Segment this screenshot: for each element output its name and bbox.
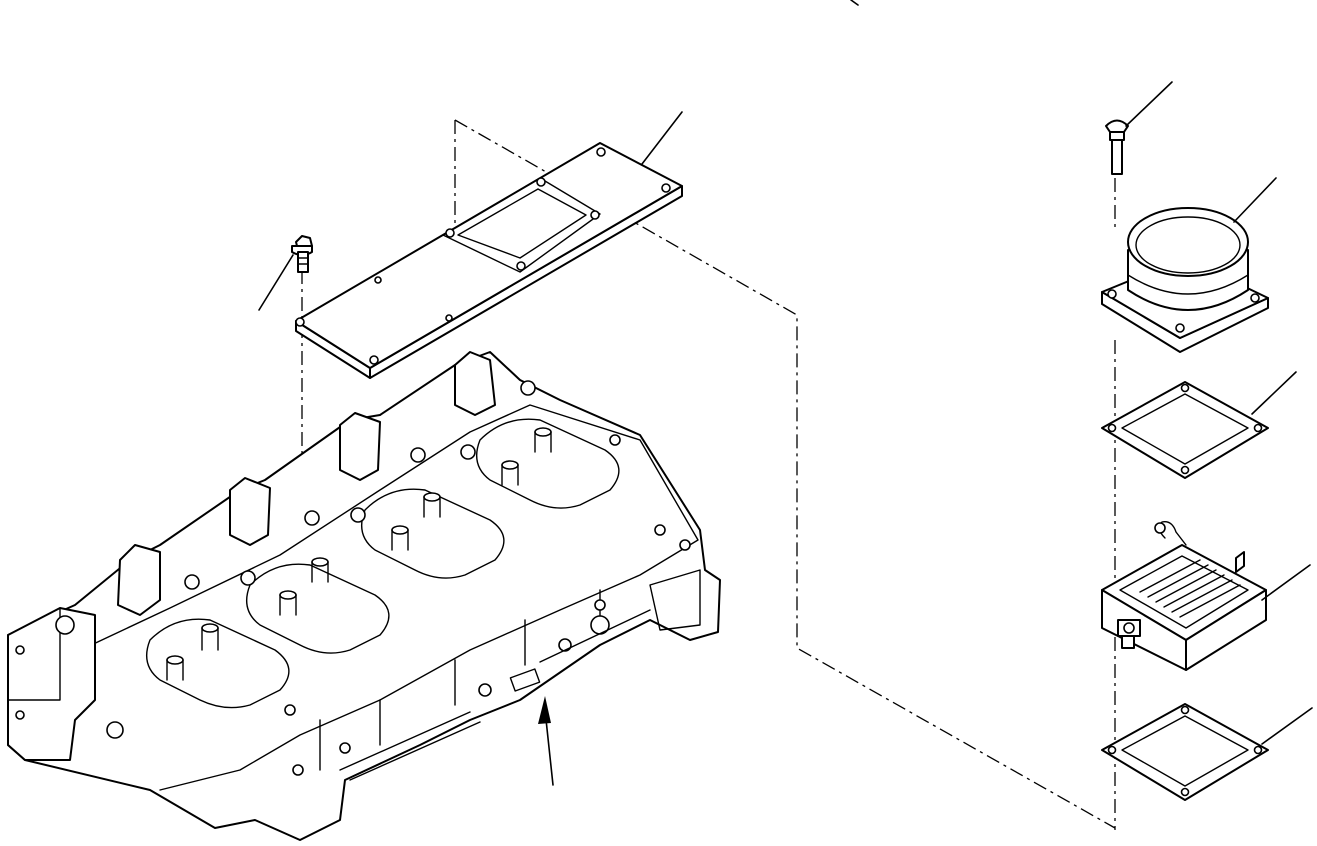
leader-fragment: [851, 0, 858, 5]
upper-gasket-icon: [1102, 372, 1296, 478]
valve-stems: [167, 428, 551, 680]
direction-arrow-icon: [538, 696, 553, 785]
grid-heater-icon: [1102, 522, 1310, 670]
elbow-bolt-icon: [1106, 82, 1172, 174]
intake-elbow-icon: [1102, 178, 1276, 352]
lower-gasket-icon: [1102, 704, 1312, 800]
cylinder-head-icon: [8, 352, 720, 840]
head-bolt-icon: [259, 236, 312, 310]
heater-terminal: [1118, 620, 1140, 648]
heater-element-grid: [1140, 560, 1240, 617]
cover-plate-icon: [296, 112, 682, 378]
